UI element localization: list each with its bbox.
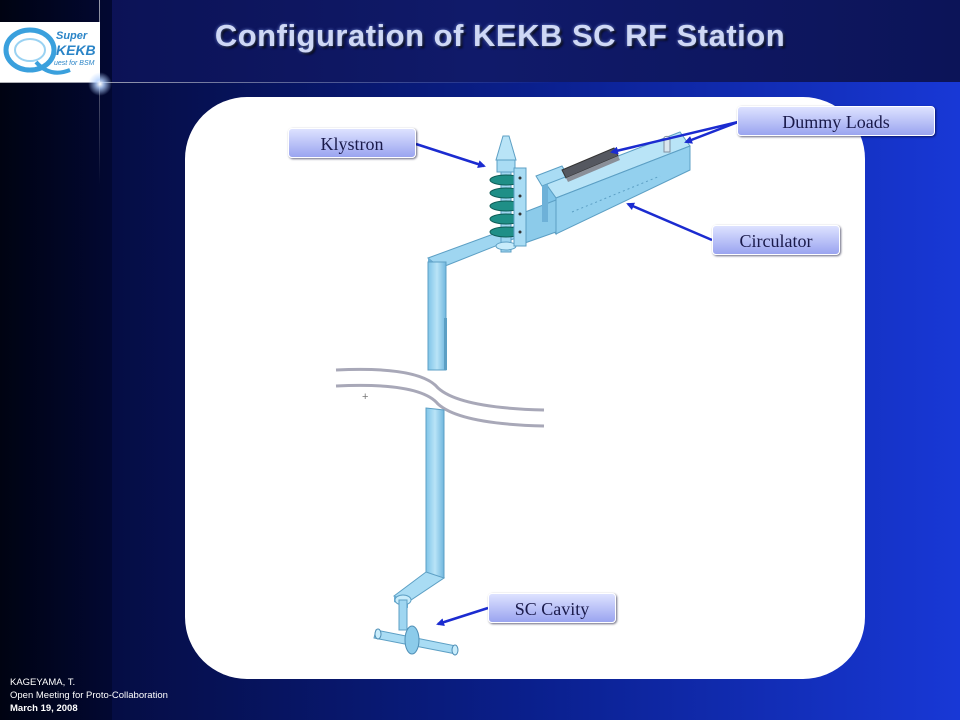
superkekb-logo: Super KEKB uest for BSM [0, 22, 100, 82]
logo-text-kekb: KEKB [56, 42, 96, 58]
crosshair-mark: + [362, 391, 368, 403]
logo-text-super: Super [56, 30, 88, 42]
logo-text-tagline: uest for BSM [54, 60, 95, 67]
circulator-label: Circulator [712, 225, 840, 255]
footer-author: KAGEYAMA, T. [10, 677, 76, 688]
break-symbol: + [335, 367, 545, 428]
waveguide-vertical-upper [427, 261, 447, 371]
dummy-loads-label: Dummy Loads [737, 106, 935, 136]
arrow-to-dummy-load-2 [684, 120, 739, 144]
arrow-to-dummy-load-1 [610, 120, 739, 155]
sc-cavity-label: SC Cavity [488, 593, 616, 623]
circulator-dummy-load-assembly [519, 131, 691, 245]
decor-horizontal-line [0, 82, 560, 83]
arrow-to-circulator [626, 202, 713, 242]
slide-footer: KAGEYAMA, T. Open Meeting for Proto-Coll… [10, 676, 168, 715]
waveguide-vertical-lower [393, 407, 446, 608]
klystron-label: Klystron [288, 128, 416, 158]
arrow-to-klystron [415, 142, 486, 168]
header-band [0, 0, 960, 82]
slide-title: Configuration of KEKB SC RF Station [214, 18, 786, 53]
footer-event: Open Meeting for Proto-Collaboration [10, 690, 168, 701]
logo-q-mark [3, 27, 71, 75]
callout-arrows [415, 120, 739, 626]
arrow-to-sc-cavity [436, 606, 489, 626]
lens-flare-decor [88, 72, 112, 96]
footer-date: March 19, 2008 [10, 703, 78, 714]
klystron-model [489, 135, 527, 253]
sc-cavity-model [373, 594, 459, 656]
left-band [0, 0, 112, 720]
